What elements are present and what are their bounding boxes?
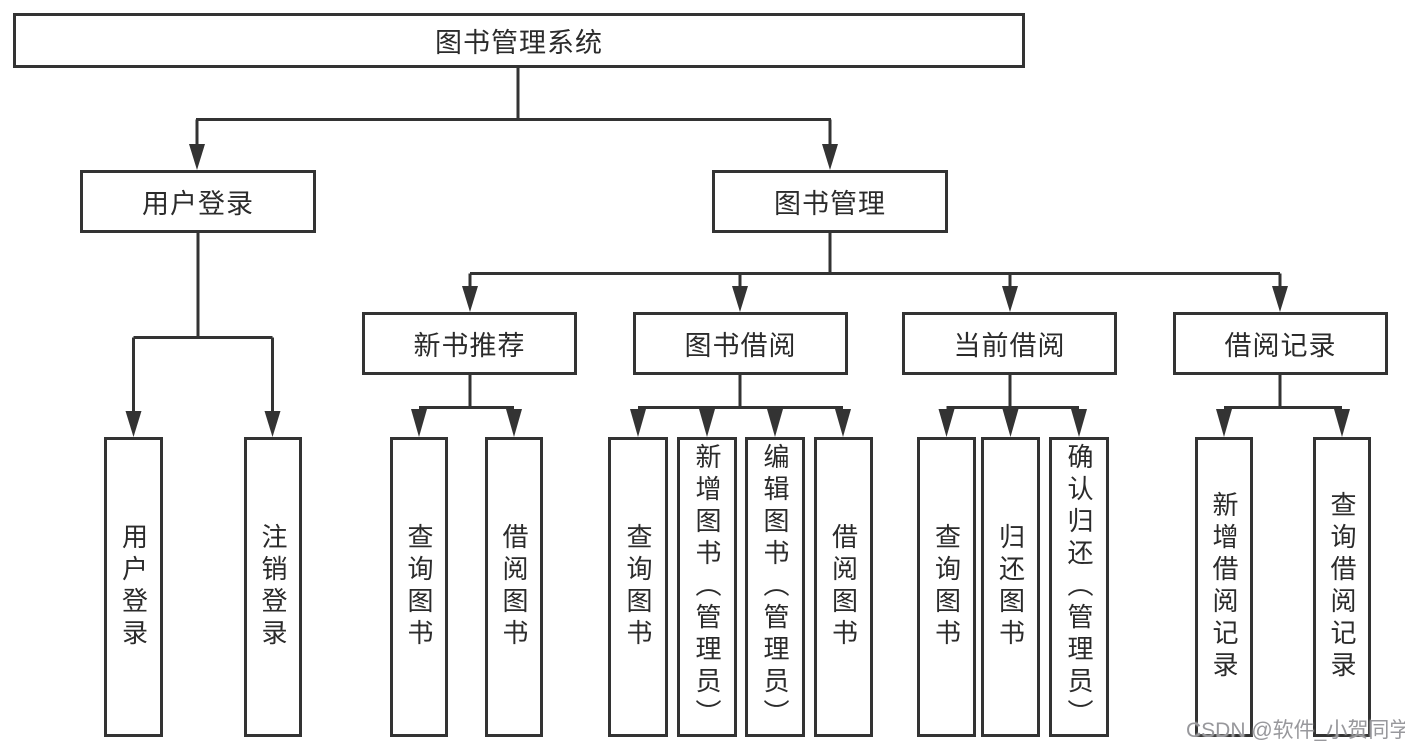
- node-label: 图书借阅: [684, 331, 797, 361]
- leaf-query-books-current: 查询图书: [917, 437, 976, 737]
- node-current-borrowing: 当前借阅: [902, 312, 1117, 375]
- leaf-label: 查询图书: [404, 523, 434, 651]
- leaf-confirm-return-admin: 确认归还（管理员）: [1049, 437, 1109, 737]
- node-label: 图书管理系统: [435, 28, 603, 58]
- node-book-management: 图书管理: [712, 170, 948, 233]
- arrow-down-icon: [1334, 409, 1350, 437]
- leaf-label: 新增图书（管理员）: [692, 443, 722, 731]
- arrow-down-icon: [1272, 286, 1288, 312]
- leaf-label: 新增借阅记录: [1209, 491, 1239, 683]
- node-book-borrowing: 图书借阅: [633, 312, 848, 375]
- leaf-edit-books-admin: 编辑图书（管理员）: [745, 437, 805, 737]
- arrow-down-icon: [264, 411, 281, 437]
- arrow-down-icon: [189, 144, 205, 170]
- arrow-down-icon: [732, 286, 748, 312]
- node-label: 借阅记录: [1224, 331, 1337, 361]
- leaf-label: 借阅图书: [499, 523, 529, 651]
- leaf-borrow-books-newbook: 借阅图书: [485, 437, 543, 737]
- arrow-down-icon: [767, 409, 783, 437]
- leaf-label: 归还图书: [995, 523, 1026, 651]
- arrow-down-icon: [1071, 409, 1087, 437]
- leaf-add-borrow-record: 新增借阅记录: [1195, 437, 1253, 737]
- arrow-down-icon: [462, 286, 478, 312]
- node-user-login: 用户登录: [80, 170, 316, 233]
- arrow-down-icon: [506, 409, 522, 437]
- node-label: 用户登录: [142, 189, 254, 219]
- leaf-label: 编辑图书（管理员）: [760, 443, 790, 731]
- arrow-down-icon: [1002, 409, 1019, 437]
- arrow-down-icon: [835, 409, 851, 437]
- leaf-label: 用户登录: [118, 523, 149, 651]
- leaf-return-books: 归还图书: [981, 437, 1040, 737]
- leaf-label: 确认归还（管理员）: [1064, 443, 1094, 731]
- leaf-label: 查询图书: [623, 523, 653, 651]
- leaf-label: 查询借阅记录: [1327, 491, 1357, 683]
- leaf-borrow-books-borrowing: 借阅图书: [814, 437, 873, 737]
- arrow-down-icon: [938, 409, 955, 437]
- arrow-down-icon: [411, 409, 427, 437]
- leaf-label: 注销登录: [258, 523, 288, 651]
- node-borrowing-records: 借阅记录: [1173, 312, 1388, 375]
- leaf-label: 借阅图书: [828, 523, 859, 651]
- arrow-down-icon: [1002, 286, 1018, 312]
- arrow-down-icon: [822, 144, 838, 170]
- node-library-management-system: 图书管理系统: [13, 13, 1025, 68]
- leaf-label: 查询图书: [931, 523, 962, 651]
- arrow-down-icon: [1216, 409, 1232, 437]
- arrow-down-icon: [125, 411, 142, 437]
- leaf-query-borrow-record: 查询借阅记录: [1313, 437, 1371, 737]
- csdn-watermark: CSDN @软件_小贺同学: [1186, 719, 1405, 742]
- node-label: 新书推荐: [413, 331, 526, 361]
- node-label: 图书管理: [774, 189, 886, 219]
- leaf-logout-login: 注销登录: [244, 437, 302, 737]
- leaf-query-books-newbook: 查询图书: [390, 437, 448, 737]
- leaf-add-books-admin: 新增图书（管理员）: [677, 437, 737, 737]
- arrow-down-icon: [699, 409, 715, 437]
- node-new-book-recommendation: 新书推荐: [362, 312, 577, 375]
- arrow-down-icon: [630, 409, 646, 437]
- node-label: 当前借阅: [953, 331, 1066, 361]
- leaf-query-books-borrowing: 查询图书: [608, 437, 668, 737]
- leaf-user-login: 用户登录: [104, 437, 163, 737]
